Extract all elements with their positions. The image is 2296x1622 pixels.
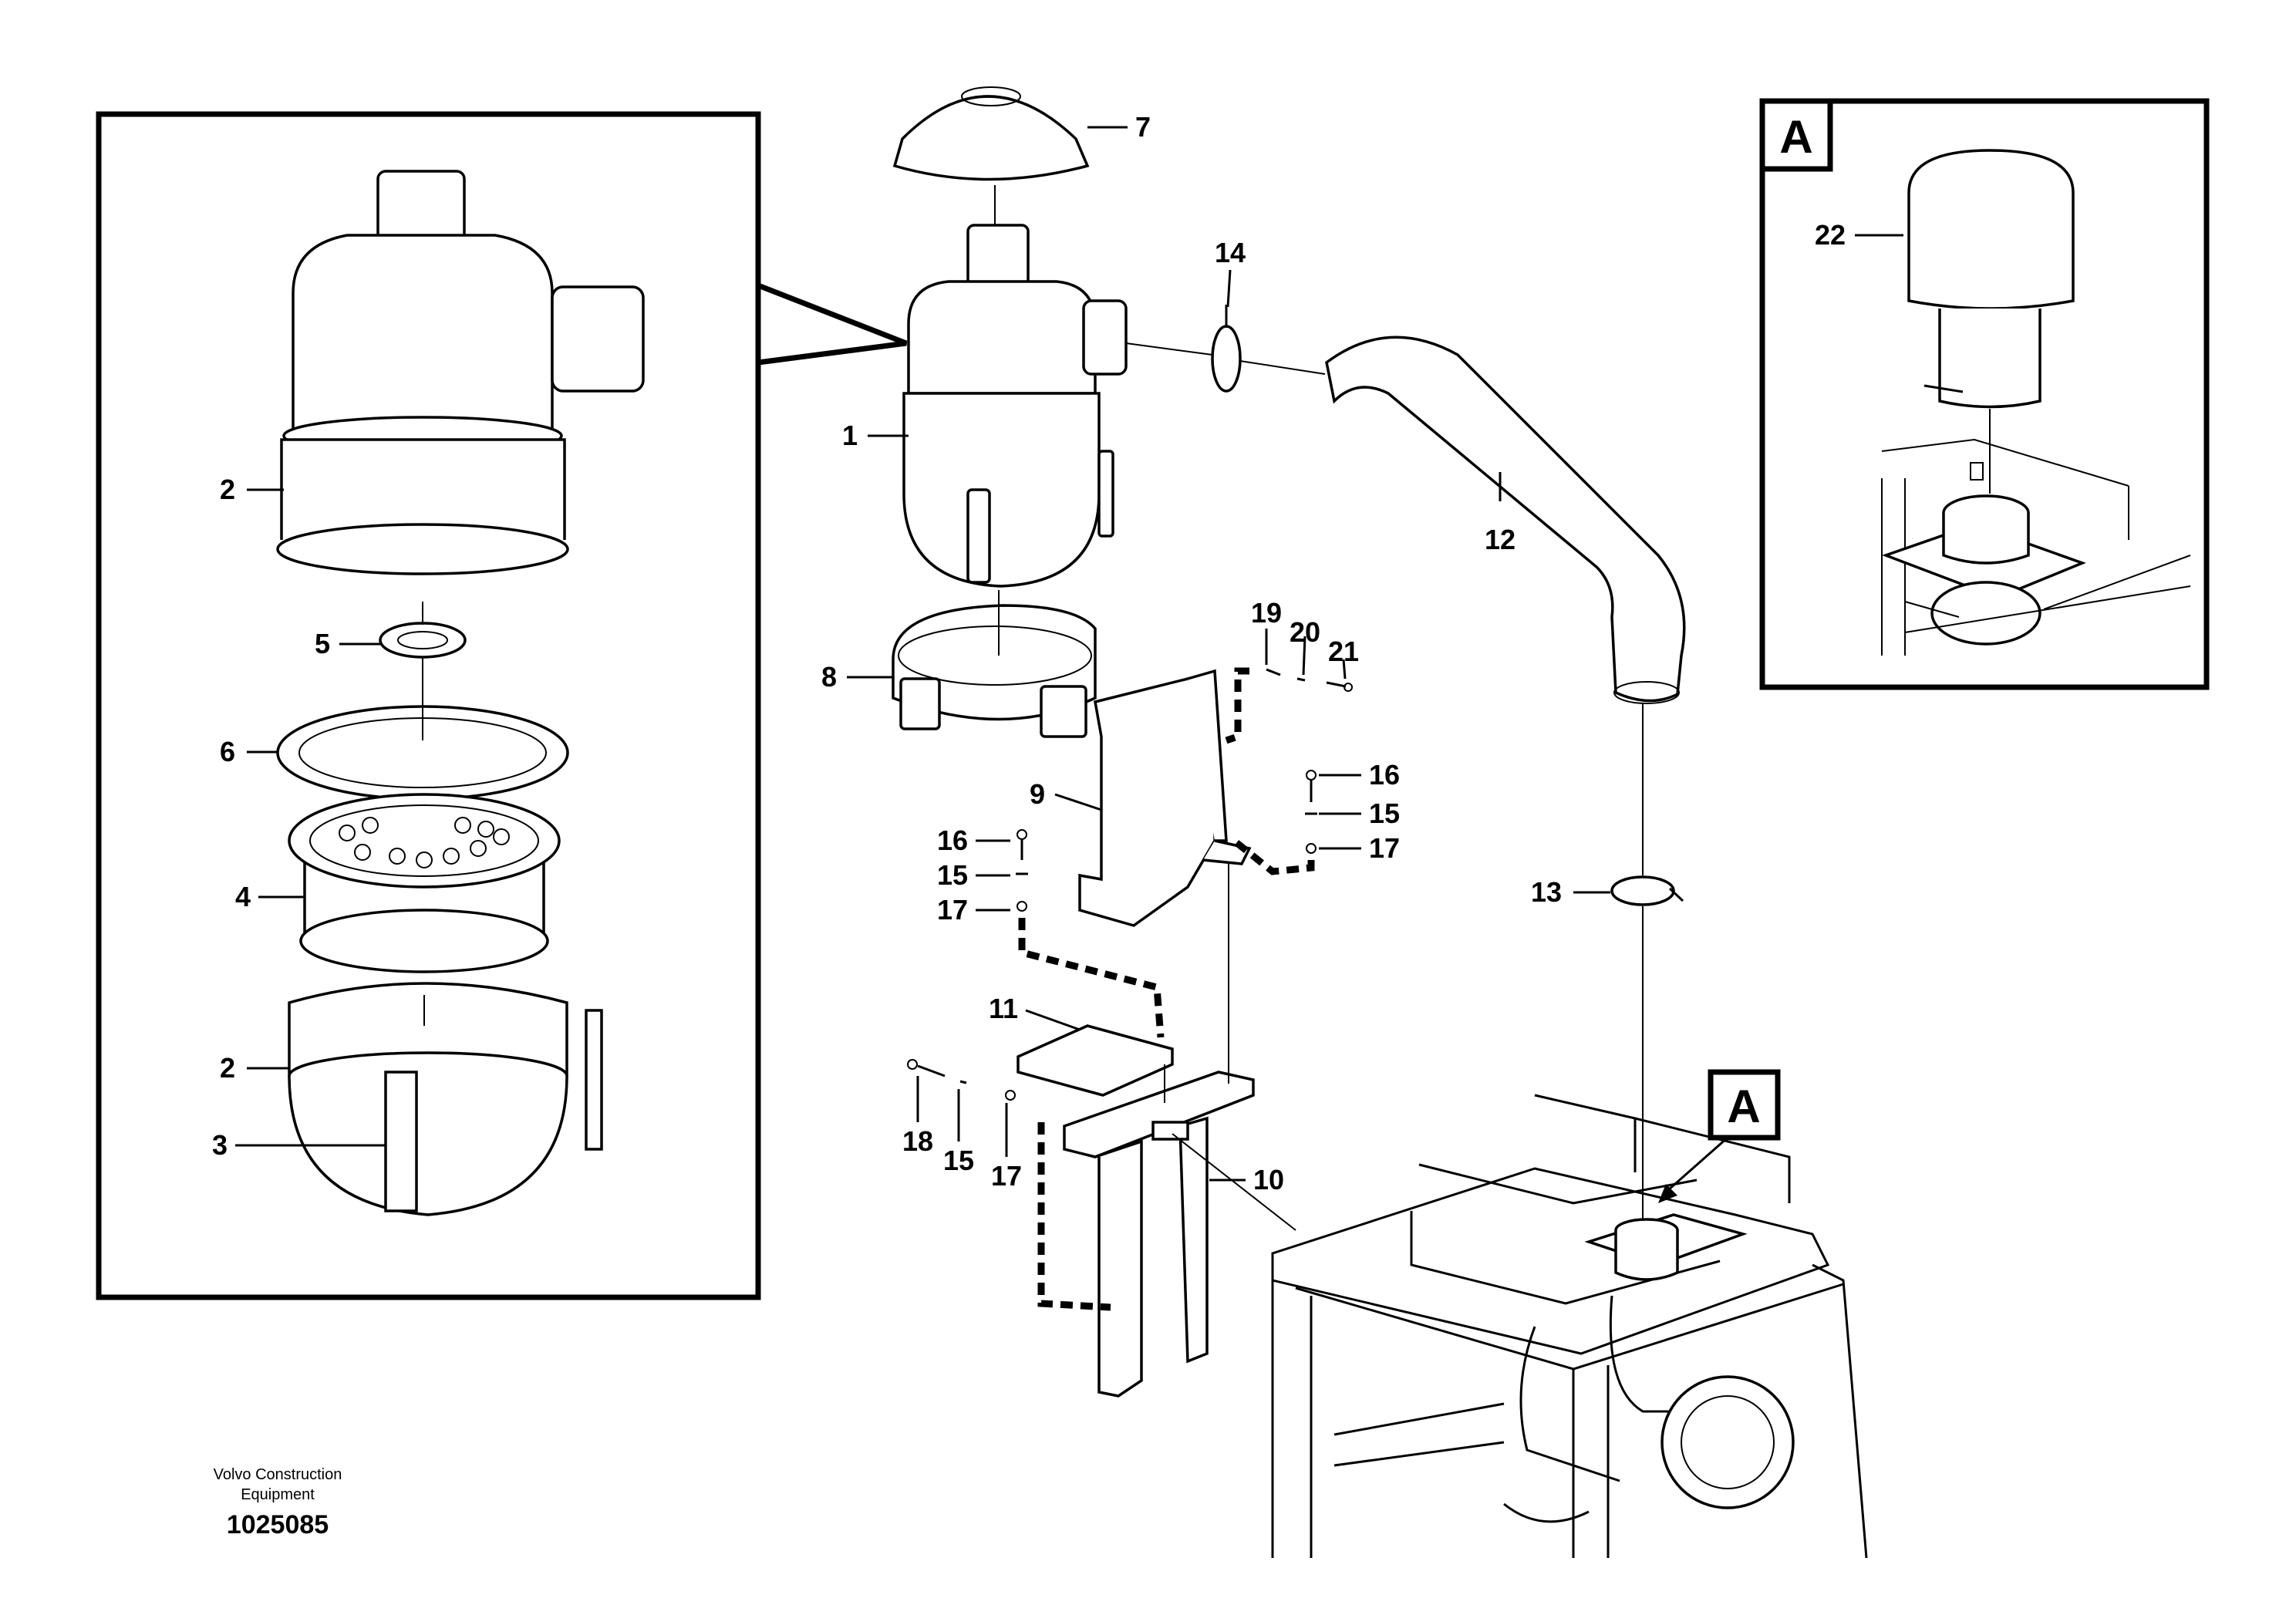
detail-view-a: A 22 [1759, 98, 2210, 690]
seal-ring [379, 622, 467, 659]
callout-16-left: 16 [937, 824, 968, 856]
callout-7: 7 [1135, 111, 1151, 143]
callout-16-right: 16 [1369, 759, 1400, 791]
callout-1: 1 [842, 420, 858, 451]
machine-frame [1271, 1094, 1868, 1559]
callout-14: 14 [1215, 237, 1246, 268]
footer-block: Volvo Construction Equipment 1025085 [214, 1466, 342, 1539]
callout-18: 18 [902, 1125, 933, 1157]
mounting-base [1063, 1071, 1255, 1398]
intake-hose [1325, 336, 1686, 704]
hardware-set-left [1016, 829, 1028, 912]
hose-clamp-lower [1610, 875, 1684, 906]
callout-15-left: 15 [937, 859, 968, 891]
company-name-line1: Volvo Construction [214, 1466, 342, 1483]
pre-cleaner-alt [1907, 149, 2075, 409]
callout-3: 3 [212, 1129, 228, 1161]
callout-19: 19 [1251, 597, 1282, 629]
callout-8: 8 [821, 661, 837, 693]
callout-2-top: 2 [220, 474, 235, 505]
callout-20: 20 [1290, 616, 1320, 648]
callout-22: 22 [1815, 219, 1846, 251]
hardware-set-right [1305, 770, 1317, 854]
main-assembly: 1 7 8 14 12 [821, 86, 1868, 1559]
support-bracket [1078, 669, 1252, 927]
callout-10: 10 [1253, 1164, 1284, 1195]
dust-bowl [288, 982, 603, 1216]
hardware-set-lower [907, 1059, 1016, 1101]
hardware-set-19-21 [1266, 668, 1353, 692]
callout-2-bottom: 2 [220, 1052, 235, 1084]
callout-5: 5 [315, 628, 330, 659]
callout-17-left: 17 [937, 894, 968, 926]
pre-cleaner-cap [892, 86, 1090, 181]
callout-12: 12 [1485, 524, 1515, 555]
view-marker-main: A [1727, 1081, 1760, 1132]
document-number: 1025085 [227, 1510, 329, 1539]
filter-top-cover [276, 170, 645, 575]
company-name-line2: Equipment [241, 1486, 315, 1503]
callout-4: 4 [235, 881, 251, 912]
detail-frame [1881, 438, 2191, 656]
callout-11: 11 [989, 993, 1018, 1024]
view-marker-box-main [1708, 1069, 1781, 1141]
hose-clamp-upper [1211, 305, 1242, 393]
callout-17-lower: 17 [991, 1160, 1022, 1192]
cover-plate [1017, 1024, 1174, 1097]
callout-6: 6 [220, 736, 235, 767]
callout-13: 13 [1531, 876, 1562, 908]
callout-21: 21 [1328, 636, 1359, 667]
air-filter-housing [902, 224, 1128, 588]
callout-17-right: 17 [1369, 832, 1400, 864]
cyclone-element [288, 793, 561, 973]
detail-view-letter: A [1779, 111, 1812, 163]
band-clamp [892, 604, 1097, 738]
callout-9: 9 [1030, 778, 1045, 810]
callout-15-lower: 15 [943, 1145, 974, 1176]
callout-15-right: 15 [1369, 798, 1400, 829]
exploded-view-inset: 2 5 6 4 2 3 [96, 111, 908, 1300]
